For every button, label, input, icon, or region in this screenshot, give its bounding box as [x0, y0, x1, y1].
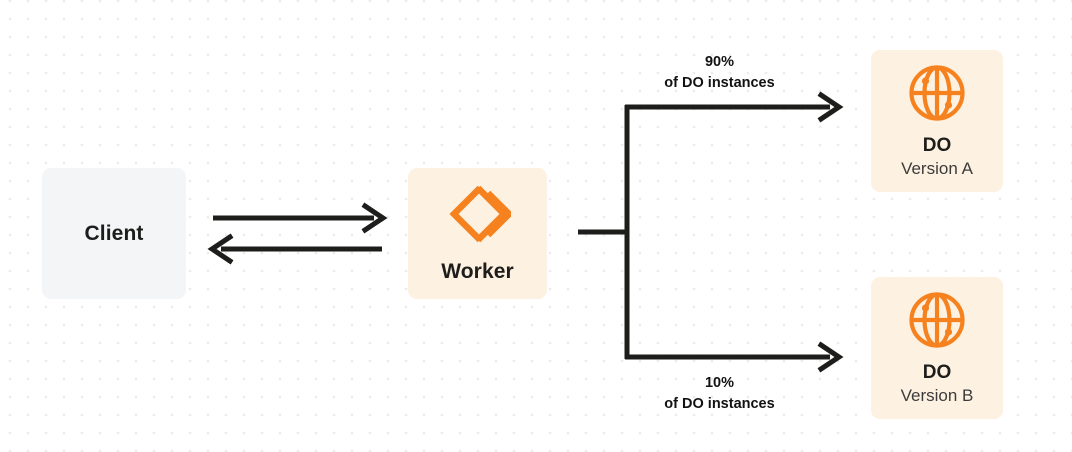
node-do-a-sublabel: Version A: [901, 159, 973, 179]
node-do-version-a[interactable]: DO Version A: [871, 50, 1003, 192]
arrow-worker-to-client: [207, 233, 382, 265]
node-do-b-label: DO: [922, 362, 952, 384]
node-do-a-label: DO: [922, 135, 952, 157]
edge-label-do-a: 90% of DO instances: [612, 52, 827, 93]
arrow-worker-to-do-b: [625, 341, 844, 373]
arrow-client-to-worker: [213, 202, 388, 234]
edge-label-do-b: 10% of DO instances: [612, 373, 827, 414]
globe-icon: [907, 290, 967, 350]
cloudflare-workers-icon: [445, 184, 514, 244]
node-do-b-sublabel: Version B: [900, 386, 974, 406]
node-do-version-b[interactable]: DO Version B: [871, 277, 1003, 419]
edge-label-do-b-text: of DO instances: [664, 395, 775, 412]
edge-label-do-a-text: of DO instances: [664, 74, 775, 91]
edge-label-do-a-percent: 90%: [704, 54, 735, 70]
split-bracket: [578, 105, 630, 359]
node-worker[interactable]: Worker: [408, 168, 547, 299]
edge-label-do-b-percent: 10%: [704, 375, 735, 391]
node-worker-label: Worker: [441, 259, 514, 283]
node-client-label: Client: [84, 221, 144, 245]
arrow-worker-to-do-a: [625, 91, 844, 123]
node-client[interactable]: Client: [42, 168, 186, 299]
globe-icon: [907, 63, 967, 123]
